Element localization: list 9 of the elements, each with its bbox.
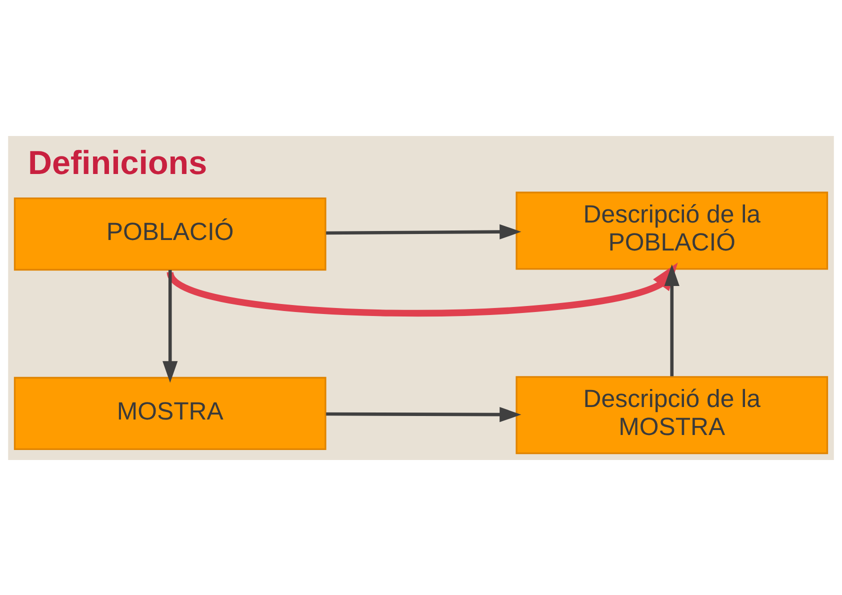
arrow bbox=[162, 269, 178, 382]
node-box: POBLACIÓ bbox=[14, 196, 326, 270]
arrow bbox=[326, 224, 522, 239]
arrow bbox=[326, 406, 522, 422]
arrow bbox=[664, 264, 680, 376]
node-box: MOSTRA bbox=[14, 376, 326, 450]
node-box: Descripció de la POBLACIÓ bbox=[516, 191, 828, 270]
node-box: Descripció de la MOSTRA bbox=[516, 376, 828, 454]
diagram-title: Definicions bbox=[28, 144, 208, 182]
